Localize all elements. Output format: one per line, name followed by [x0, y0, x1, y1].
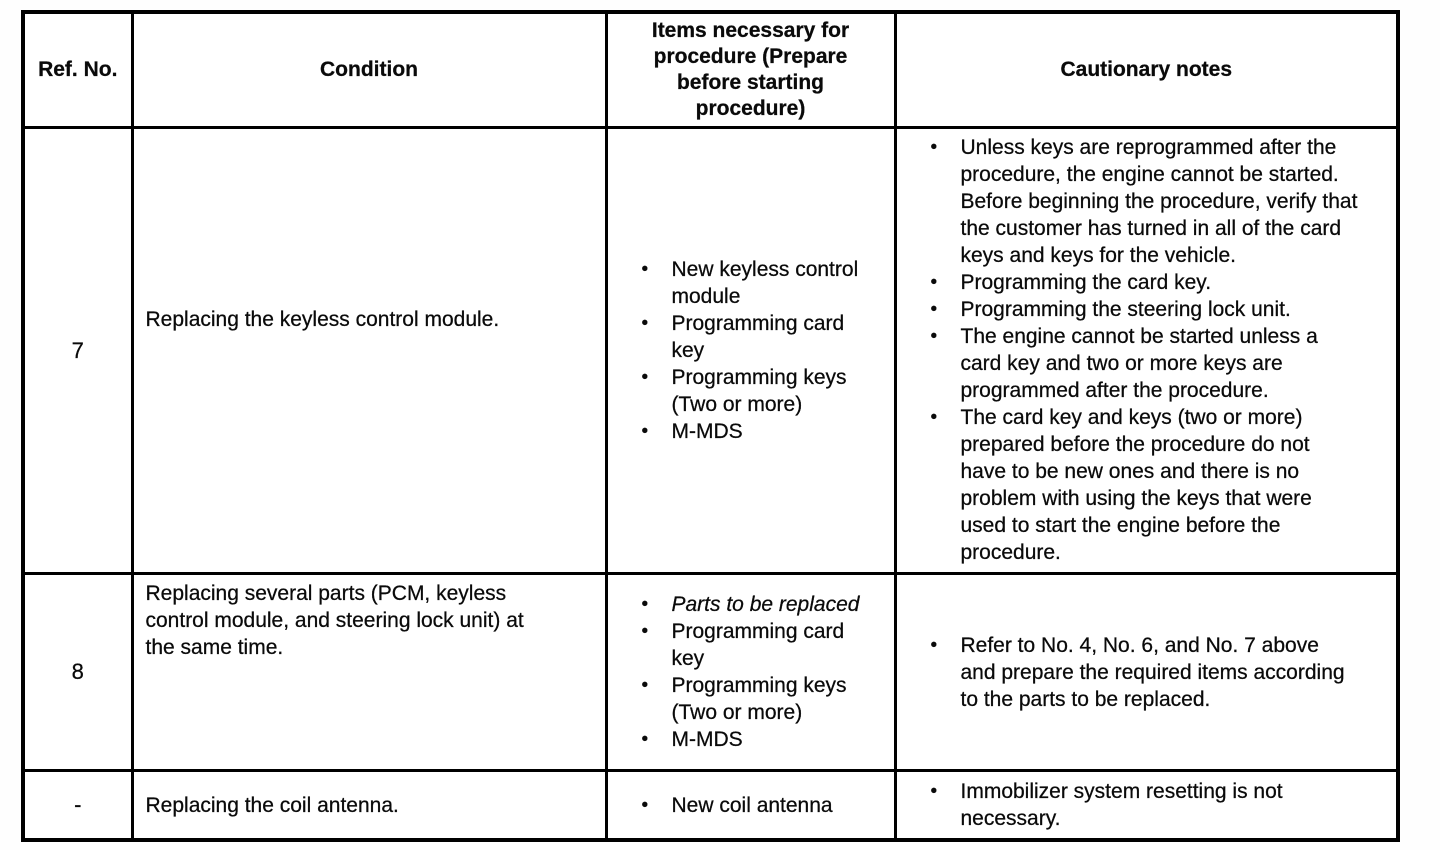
item-text: New keyless control module	[671, 258, 859, 308]
list-item: • New coil antenna	[641, 792, 890, 819]
header-items-necessary-label: Items necessary for procedure (Prepare b…	[651, 19, 850, 120]
items-list: • Parts to be replaced • Programming card …	[612, 591, 890, 753]
header-cautionary-notes-label: Cautionary notes	[1060, 58, 1233, 81]
list-item: • The engine cannot be started unless a c…	[930, 323, 1393, 404]
immobilizer-procedure-table: Ref. No. Condition Items necessary for p…	[21, 10, 1400, 842]
condition-cell: Replacing the coil antenna.	[130, 769, 608, 842]
note-text: Unless keys are reprogrammed after the p…	[960, 136, 1358, 267]
list-item: • Parts to be replaced	[641, 591, 890, 618]
note-text: Refer to No. 4, No. 6, and No. 7 above a…	[960, 633, 1345, 711]
bullet-icon: •	[641, 594, 649, 615]
list-item: • Unless keys are reprogrammed after the …	[930, 134, 1393, 269]
bullet-icon: •	[930, 272, 938, 293]
header-condition-label: Condition	[320, 58, 418, 81]
item-text: Parts to be replaced	[671, 593, 860, 616]
bullet-icon: •	[930, 326, 938, 347]
list-item: • Programming card key	[641, 310, 890, 364]
items-cell: • Parts to be replaced • Programming card …	[604, 572, 897, 772]
bullet-icon: •	[641, 621, 649, 642]
list-item: • M-MDS	[641, 418, 890, 445]
notes-list: • Unless keys are reprogrammed after the …	[901, 134, 1393, 566]
bullet-icon: •	[930, 634, 938, 656]
list-item: • Programming the steering lock unit.	[930, 296, 1393, 323]
note-text: The engine cannot be started unless a ca…	[960, 325, 1318, 402]
cautionary-notes-cell: • Refer to No. 4, No. 6, and No. 7 above …	[893, 572, 1400, 772]
cautionary-notes-cell: • Immobilizer system resetting is not nec…	[893, 769, 1400, 842]
items-list: • New keyless control module • Programming…	[612, 256, 890, 445]
item-text: Programming card key	[671, 312, 845, 362]
notes-list: • Immobilizer system resetting is not nec…	[901, 778, 1393, 832]
ref-no-cell: -	[21, 769, 134, 842]
condition-cell: Replacing the keyless control module.	[130, 126, 608, 575]
items-cell: • New keyless control module • Programming…	[604, 126, 897, 575]
condition-text: Replacing several parts (PCM, keyless co…	[145, 582, 524, 659]
header-ref-no-label: Ref. No.	[38, 58, 118, 81]
item-text: M-MDS	[671, 420, 743, 443]
bullet-icon: •	[641, 794, 649, 816]
bullet-icon: •	[641, 421, 649, 442]
list-item: • Programming the card key.	[930, 269, 1393, 296]
list-item: • New keyless control module	[641, 256, 890, 310]
table-row-7: 7 Replacing the keyless control module. …	[21, 126, 1400, 575]
item-text: Programming card key	[671, 620, 845, 670]
condition-cell: Replacing several parts (PCM, keyless co…	[130, 572, 608, 772]
list-item: • M-MDS	[641, 726, 890, 753]
list-item: • Programming keys (Two or more)	[641, 672, 890, 726]
bullet-icon: •	[641, 313, 649, 334]
list-item: • Programming keys (Two or more)	[641, 364, 890, 418]
table-header-row: Ref. No. Condition Items necessary for p…	[21, 10, 1400, 129]
ref-no-cell: 8	[21, 572, 134, 772]
item-text: Programming keys (Two or more)	[671, 674, 847, 724]
items-list: • New coil antenna	[612, 792, 890, 819]
item-text: New coil antenna	[671, 793, 833, 817]
list-item: • Immobilizer system resetting is not nec…	[930, 778, 1393, 832]
bullet-icon: •	[641, 675, 649, 696]
ref-no-cell: 7	[21, 126, 134, 575]
bullet-icon: •	[641, 367, 649, 388]
bullet-icon: •	[930, 299, 938, 320]
note-text: Immobilizer system resetting is not nece…	[960, 780, 1283, 830]
bullet-icon: •	[641, 259, 649, 280]
item-text: Programming keys (Two or more)	[671, 366, 847, 416]
bullet-icon: •	[930, 407, 938, 428]
note-text: Programming the card key.	[960, 271, 1212, 294]
header-condition: Condition	[130, 10, 608, 129]
condition-text: Replacing the keyless control module.	[145, 308, 500, 331]
item-text: M-MDS	[671, 728, 743, 751]
note-text: The card key and keys (two or more) prep…	[960, 406, 1312, 564]
note-text: Programming the steering lock unit.	[960, 298, 1291, 321]
table-row-8: 8 Replacing several parts (PCM, keyless …	[21, 572, 1400, 772]
list-item: • Programming card key	[641, 618, 890, 672]
table-row-dash: - Replacing the coil antenna. • New coil …	[21, 769, 1400, 842]
header-items-necessary: Items necessary for procedure (Prepare b…	[604, 10, 897, 129]
items-cell: • New coil antenna	[604, 769, 897, 842]
list-item: • Refer to No. 4, No. 6, and No. 7 above …	[930, 632, 1393, 713]
bullet-icon: •	[930, 781, 938, 802]
header-cautionary-notes: Cautionary notes	[893, 10, 1400, 129]
notes-list: • Refer to No. 4, No. 6, and No. 7 above …	[901, 632, 1393, 713]
bullet-icon: •	[641, 729, 649, 750]
cautionary-notes-cell: • Unless keys are reprogrammed after the …	[893, 126, 1400, 575]
header-ref-no: Ref. No.	[21, 10, 134, 129]
condition-text: Replacing the coil antenna.	[145, 793, 399, 817]
list-item: • The card key and keys (two or more) pre…	[930, 404, 1393, 566]
bullet-icon: •	[930, 137, 938, 158]
